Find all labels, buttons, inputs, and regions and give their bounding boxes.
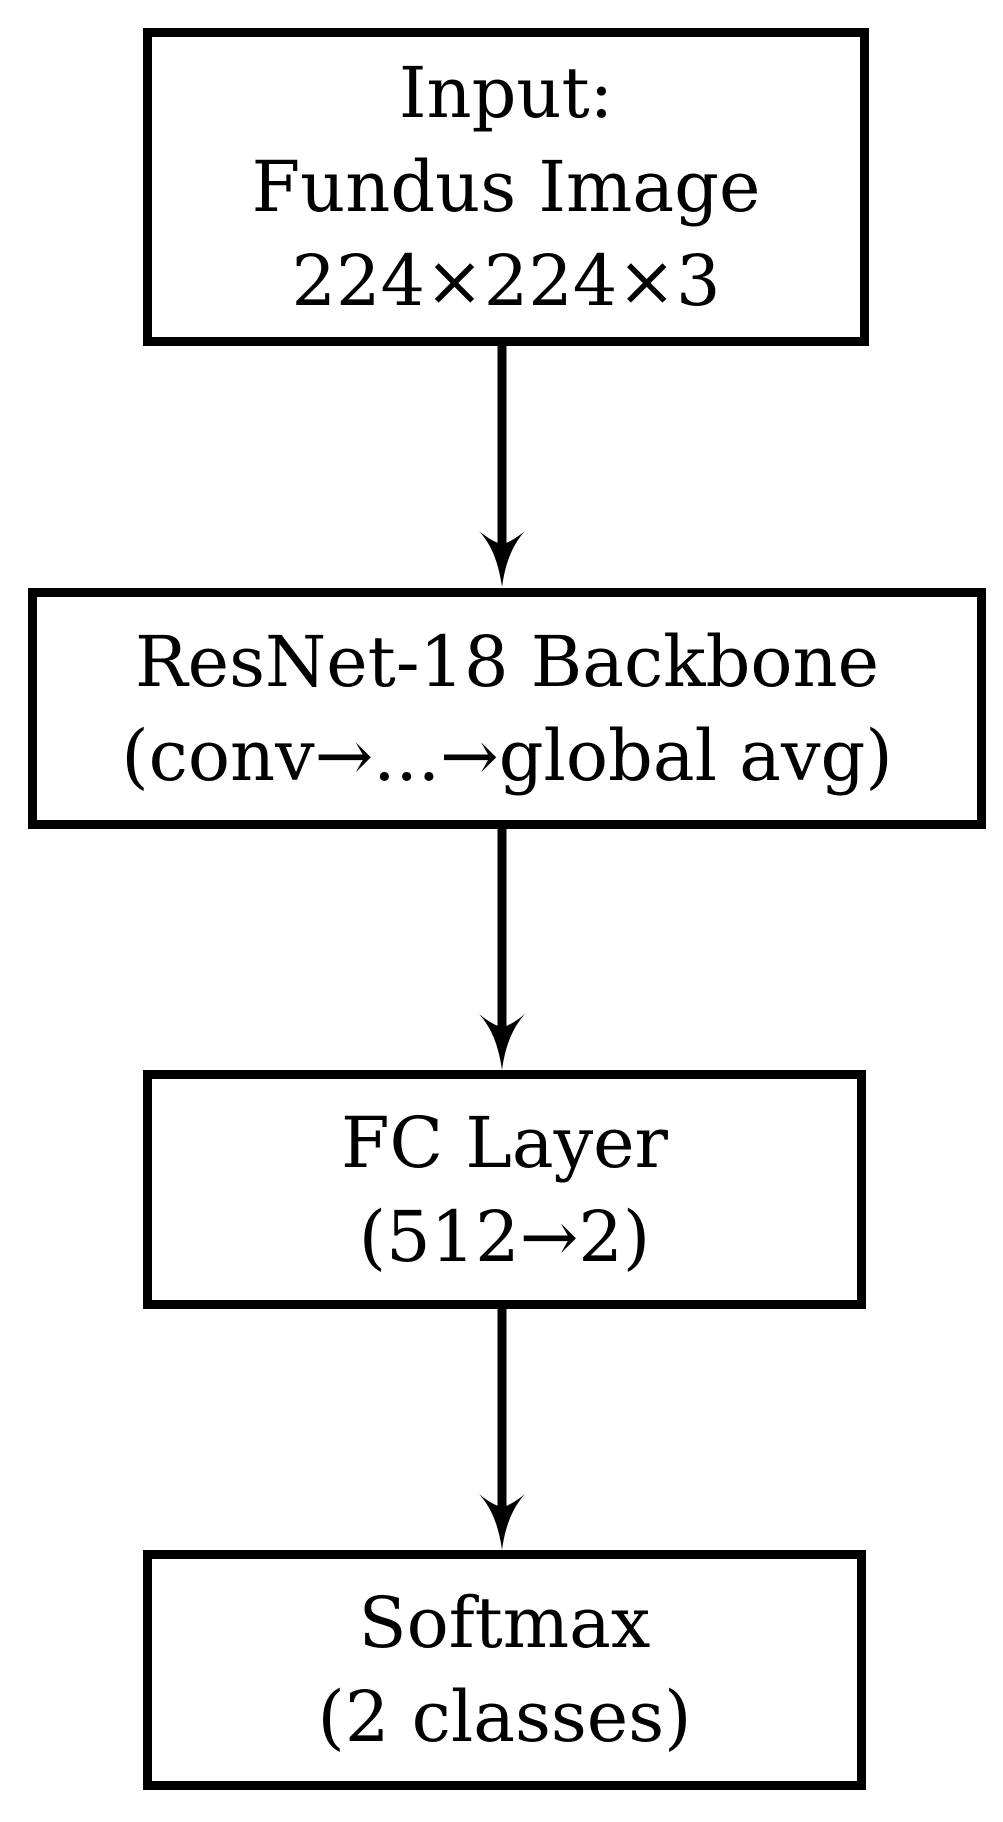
down-arrow-icon (479, 828, 525, 1070)
node-fc-line-2: (512→2) (358, 1195, 651, 1278)
node-input-line-2: Fundus Image (251, 146, 761, 228)
node-backbone-line-1: ResNet-18 Backbone (134, 620, 880, 703)
arrow-head (479, 531, 525, 587)
node-fc-layer: FC Layer (512→2) (143, 1070, 866, 1309)
node-input-line-1: Input: (398, 52, 614, 134)
node-backbone: ResNet-18 Backbone (conv→...→global avg) (28, 588, 986, 829)
node-softmax-line-1: Softmax (358, 1582, 651, 1664)
node-backbone-line-2: (conv→...→global avg) (121, 714, 893, 797)
node-softmax: Softmax (2 classes) (143, 1550, 866, 1790)
node-input: Input: Fundus Image 224×224×3 (143, 28, 869, 346)
node-fc-line-1: FC Layer (340, 1101, 669, 1184)
arrow-head (479, 1494, 525, 1550)
node-input-line-3: 224×224×3 (291, 240, 721, 322)
down-arrow-icon (479, 345, 525, 587)
arrow-head (479, 1014, 525, 1070)
node-softmax-line-2: (2 classes) (317, 1676, 692, 1758)
down-arrow-icon (479, 1308, 525, 1550)
